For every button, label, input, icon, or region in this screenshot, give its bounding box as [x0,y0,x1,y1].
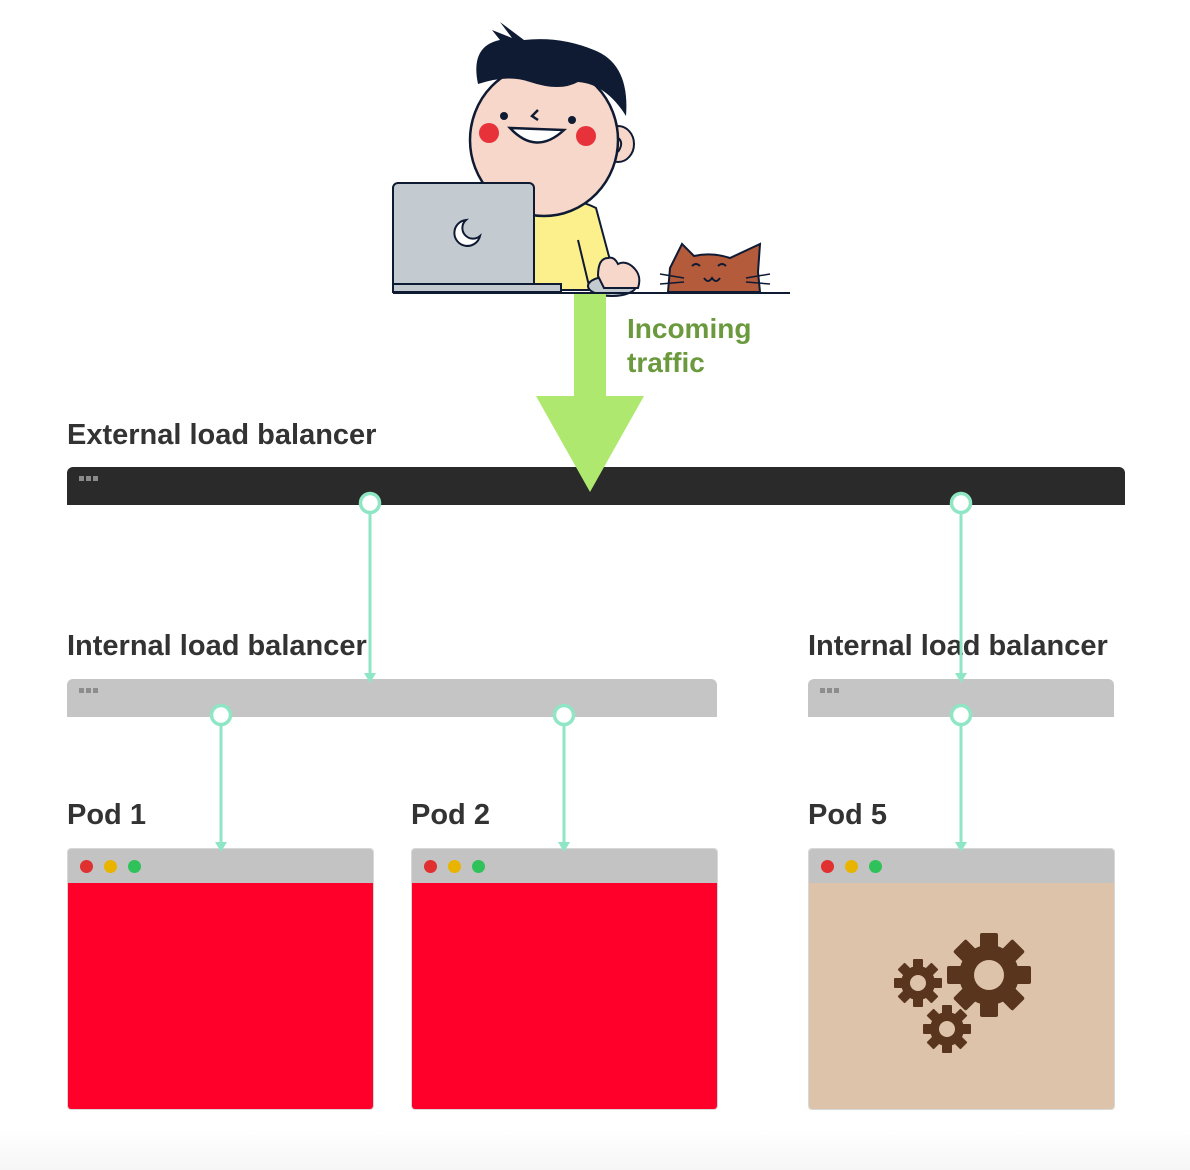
internal-load-balancer-bar-right [808,679,1114,717]
maximize-dot-icon [128,860,141,873]
minimize-dot-icon [104,860,117,873]
internal-lb-label-right: Internal load balancer [808,630,1108,662]
right-cheek [576,126,596,146]
laptop-logo [453,218,482,247]
pod-1-label: Pod 1 [67,799,146,831]
pod-titlebar [412,849,717,883]
pod-5-label: Pod 5 [808,799,887,831]
external-load-balancer-bar [67,467,1125,505]
pod-titlebar [809,849,1114,883]
bar-handle-dots [79,688,98,693]
pod-1-window [67,848,374,1110]
maximize-dot-icon [472,860,485,873]
maximize-dot-icon [869,860,882,873]
external-lb-label: External load balancer [67,419,377,451]
incoming-traffic-line2: traffic [627,347,705,378]
close-dot-icon [424,860,437,873]
cat [666,242,762,293]
incoming-traffic-label: Incoming traffic [627,312,751,380]
hair [476,22,627,116]
pod-titlebar [68,849,373,883]
incoming-traffic-line1: Incoming [627,313,752,344]
person-with-laptop-illustration [392,22,790,297]
page-bottom-shade [0,1128,1190,1170]
minimize-dot-icon [448,860,461,873]
left-cheek [479,123,499,143]
pod-1-content [68,883,373,1109]
pod-2-content [412,883,717,1109]
bar-handle-dots [820,688,839,693]
pod-2-window [411,848,718,1110]
minimize-dot-icon [845,860,858,873]
gears-icon [894,933,1031,1053]
small-gear-bottom [923,1005,971,1053]
pod-5-window [808,848,1115,1110]
pod-2-label: Pod 2 [411,799,490,831]
small-gear-left [894,959,942,1007]
large-gear [947,933,1031,1017]
close-dot-icon [80,860,93,873]
internal-lb-label-left: Internal load balancer [67,630,367,662]
pod-5-content [809,883,1114,1109]
close-dot-icon [821,860,834,873]
smile [507,126,568,144]
internal-load-balancer-bar-left [67,679,717,717]
bar-handle-dots [79,476,98,481]
